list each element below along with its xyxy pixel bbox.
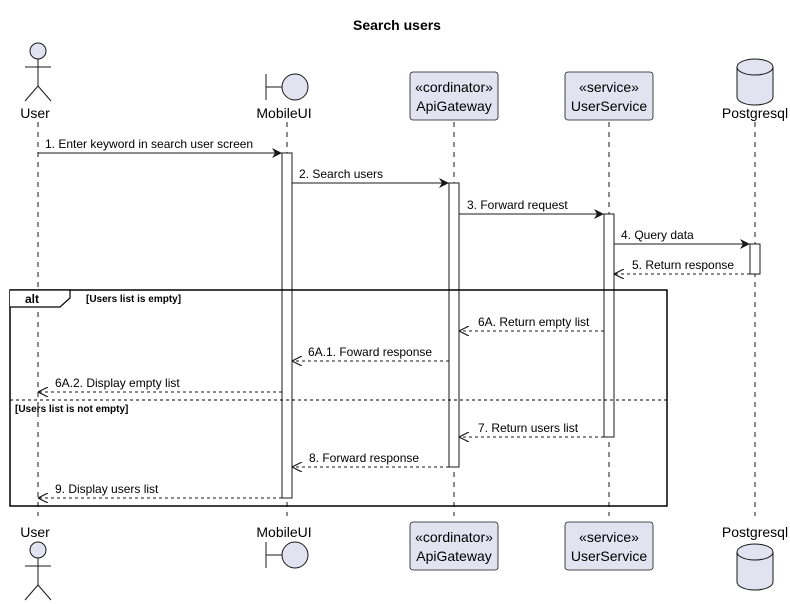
participant-name: UserService: [571, 548, 647, 564]
participant-name: ApiGateway: [416, 98, 491, 114]
participant-userservice: «service» UserService: [564, 521, 654, 571]
participant-box: [409, 521, 499, 571]
participant-stereotype: «service»: [579, 79, 639, 95]
database-rim-icon: [736, 66, 774, 76]
participant-apigateway: «cordinator» ApiGateway: [409, 521, 499, 571]
participant-stereotype: «cordinator»: [415, 529, 493, 545]
database-cylinder-icon: [736, 543, 774, 591]
fragment-operator-tab: [10, 289, 71, 308]
participant-name: Postgresql: [722, 524, 788, 540]
participant-mobileui: MobileUI: [256, 524, 312, 569]
message-label: 9. Display users list: [55, 482, 159, 496]
participant-user: User: [20, 524, 52, 601]
boundary-circle-icon: [281, 541, 309, 569]
message-label: 5. Return response: [632, 258, 734, 272]
message-8: 6A.2. Display empty list: [38, 376, 282, 392]
message-label: 6A.2. Display empty list: [55, 376, 180, 390]
message-1: 1. Enter keyword in search user screen: [38, 137, 282, 158]
participant-postgresql: Postgresql: [722, 58, 788, 121]
participant-name: ApiGateway: [416, 548, 491, 564]
fragment-guard: [Users list is not empty]: [15, 404, 128, 415]
message-4: 4. Query data: [614, 228, 750, 249]
message-label: 2. Search users: [299, 167, 383, 181]
alt-fragment: alt [Users list is empty] [Users list is n…: [9, 289, 668, 507]
message-9: 7. Return users list: [459, 421, 604, 437]
participant-box: [564, 521, 654, 571]
participants-top: User MobileUI «cordinator» ApiGateway «servi…: [20, 42, 788, 121]
actor-body-icon: [24, 558, 52, 601]
participant-stereotype: «cordinator»: [415, 79, 493, 95]
actor-head-icon: [29, 42, 47, 60]
activation-postgresql: [749, 243, 761, 275]
message-label: 1. Enter keyword in search user screen: [45, 137, 253, 151]
participant-postgresql: Postgresql: [722, 524, 788, 591]
database-cylinder-icon: [736, 58, 774, 106]
message-7: 6A.1. Foward response: [292, 345, 449, 361]
message-label: 6A.1. Foward response: [308, 345, 432, 359]
activation-bars: [281, 152, 761, 499]
message-label: 7. Return users list: [478, 421, 579, 435]
participant-name: UserService: [571, 98, 647, 114]
message-10: 8. Forward response: [292, 451, 449, 467]
participant-box: [409, 71, 499, 121]
fragment-border: [9, 289, 668, 507]
messages: 1. Enter keyword in search user screen 2.…: [38, 137, 750, 498]
message-6: 6A. Return empty list: [459, 315, 604, 331]
fragment-guard: [Users list is empty]: [86, 294, 181, 305]
participants-bottom: User MobileUI «cordinator» ApiGateway «servi…: [20, 521, 788, 601]
message-label: 3. Forward request: [467, 198, 568, 212]
participant-stereotype: «service»: [579, 529, 639, 545]
participant-box: [564, 71, 654, 121]
boundary-circle-icon: [281, 73, 309, 101]
message-2: 2. Search users: [292, 167, 449, 188]
participant-userservice: «service» UserService: [564, 71, 654, 121]
participant-name: User: [20, 524, 50, 540]
database-rim-icon: [736, 551, 774, 561]
participant-name: Postgresql: [722, 105, 788, 121]
activation-apigateway: [448, 182, 460, 468]
message-3: 3. Forward request: [459, 198, 604, 219]
message-5: 5. Return response: [614, 258, 750, 274]
participant-name: MobileUI: [256, 524, 311, 540]
activation-userservice: [603, 213, 615, 438]
participant-user: User: [20, 42, 52, 121]
message-label: 8. Forward response: [309, 451, 419, 465]
participant-apigateway: «cordinator» ApiGateway: [409, 71, 499, 121]
actor-head-icon: [29, 541, 47, 559]
participant-name: User: [20, 105, 50, 121]
participant-name: MobileUI: [256, 105, 311, 121]
message-label: 4. Query data: [621, 228, 694, 242]
participant-mobileui: MobileUI: [256, 73, 312, 121]
message-label: 6A. Return empty list: [478, 315, 590, 329]
actor-body-icon: [24, 59, 52, 102]
diagram-title: Search users: [353, 17, 441, 33]
message-11: 9. Display users list: [38, 482, 282, 498]
activation-mobileui: [281, 152, 293, 499]
fragment-operator: alt: [25, 292, 39, 306]
